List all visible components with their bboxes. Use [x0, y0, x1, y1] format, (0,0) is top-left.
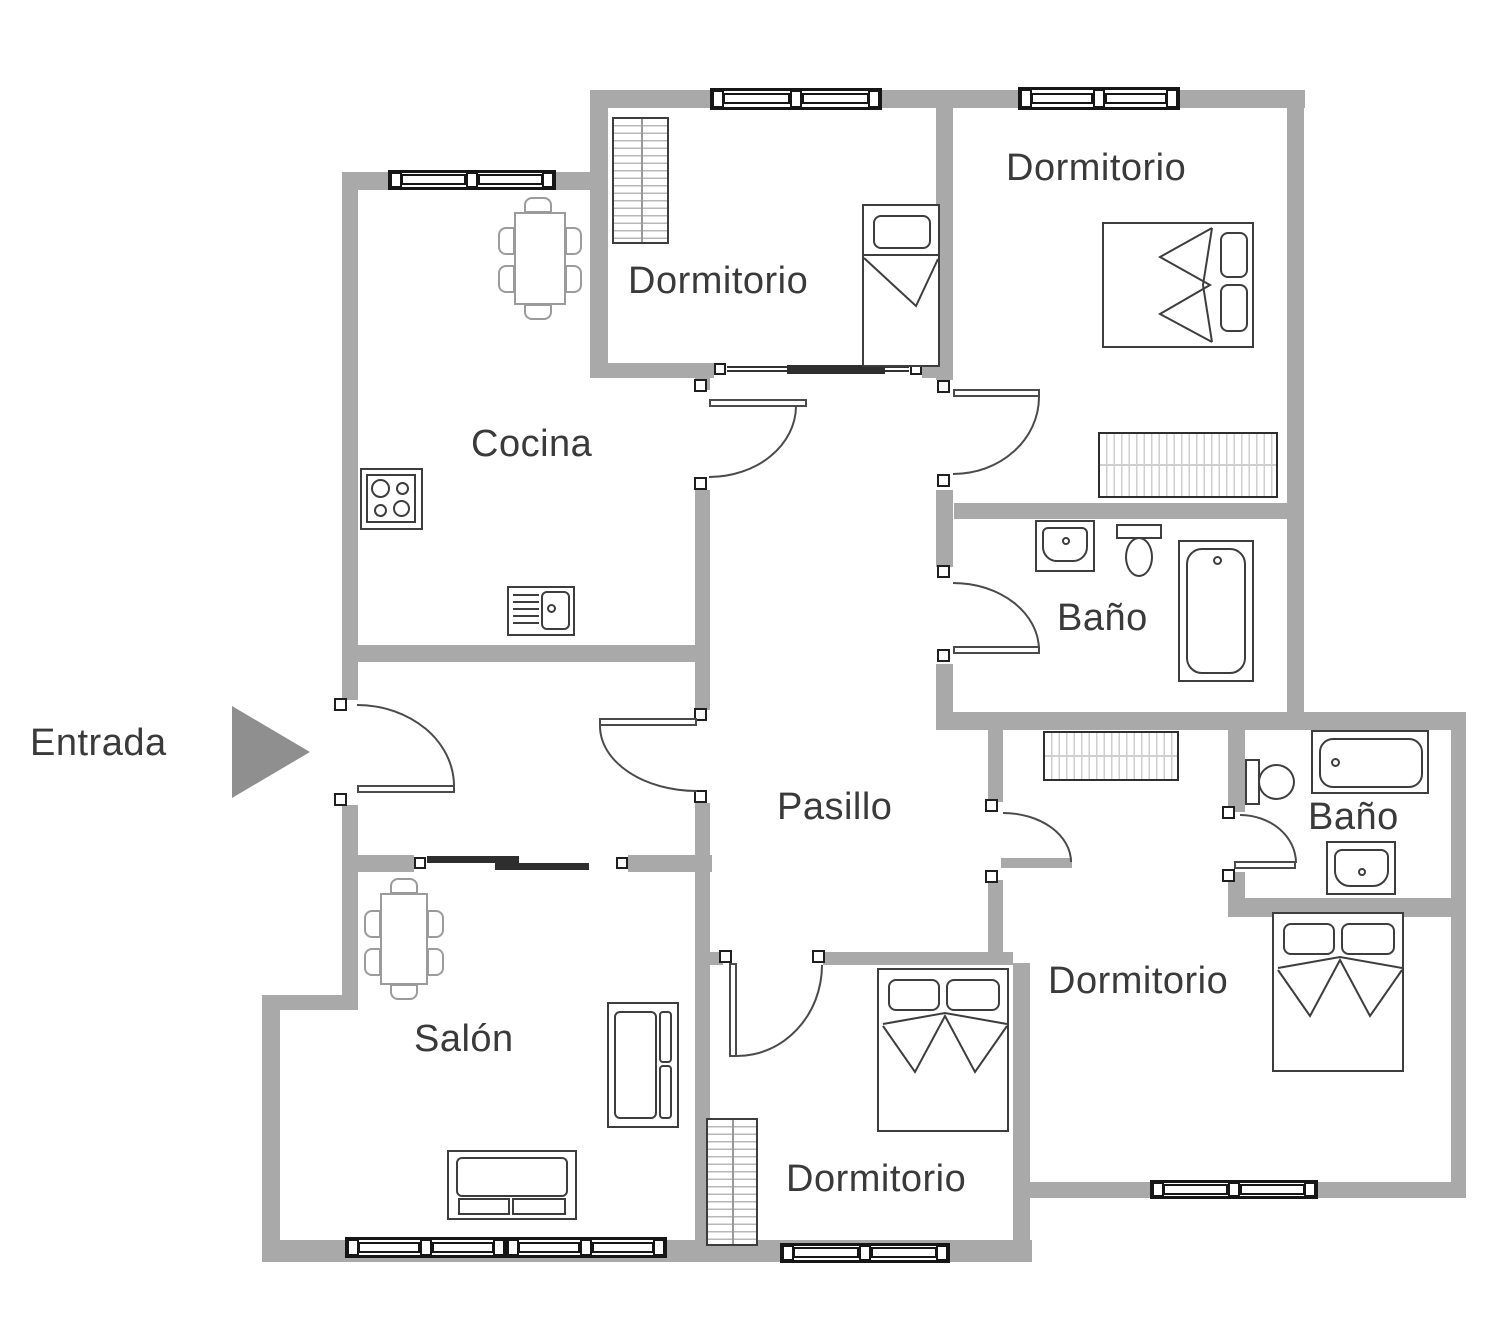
bathtub [1178, 540, 1254, 682]
radiator [1043, 731, 1179, 781]
wardrobe [706, 1118, 758, 1246]
washbasin [1035, 520, 1095, 572]
room-label-bano-top: Baño [1057, 597, 1148, 639]
room-label-dormitorio-top-right: Dormitorio [1006, 147, 1187, 189]
chair [390, 878, 418, 894]
door-arc [599, 726, 697, 792]
wall [988, 730, 1003, 802]
chair [427, 948, 444, 976]
wall [345, 645, 710, 662]
right-arrow-icon [232, 706, 310, 798]
door-leaf [953, 389, 1040, 397]
room-label-dormitorio-top: Dormitorio [628, 260, 809, 302]
wall [1228, 730, 1245, 812]
door-leaf [729, 963, 737, 1057]
wall [262, 995, 358, 1010]
door-hinge [937, 380, 950, 393]
door-arc [737, 965, 823, 1057]
room-label-salon: Salón [414, 1018, 514, 1060]
door-arc [1003, 812, 1072, 862]
door-hinge [334, 698, 347, 711]
toilet-bowl [1125, 537, 1153, 577]
door-hinge [719, 950, 732, 963]
toilet-bowl [1258, 764, 1295, 800]
door-hinge [937, 565, 950, 578]
chair [498, 265, 515, 293]
dining-table [380, 893, 428, 985]
door-hinge [1222, 869, 1235, 882]
sofa [447, 1150, 577, 1220]
door-hinge [985, 870, 998, 883]
door-leaf [357, 785, 455, 793]
door-hinge [1222, 806, 1235, 819]
bathtub [1311, 730, 1429, 794]
door-hinge [694, 708, 707, 721]
door-arc [953, 397, 1040, 475]
wall [262, 1008, 280, 1262]
sofa [607, 1002, 679, 1128]
room-label-cocina: Cocina [471, 423, 593, 465]
door-hinge [694, 379, 707, 392]
wall [1287, 108, 1304, 714]
wall [590, 102, 608, 363]
wall [1451, 712, 1466, 1198]
chair [364, 910, 381, 938]
chair [364, 948, 381, 976]
wall [936, 490, 953, 567]
wall [342, 805, 358, 1010]
sliding-door [414, 854, 628, 872]
door-hinge [694, 790, 707, 803]
kitchen-sink [507, 586, 575, 636]
door-arc [1240, 814, 1297, 863]
chair [498, 227, 515, 255]
room-label-entrada: Entrada [30, 722, 167, 764]
door-leaf [1001, 858, 1072, 868]
room-label-dormitorio-bottom: Dormitorio [786, 1158, 967, 1200]
door-hinge [334, 793, 347, 806]
stove [360, 468, 423, 530]
single-bed [862, 204, 940, 367]
double-bed [1272, 912, 1404, 1072]
wall [695, 490, 710, 710]
room-label-dormitorio-bottom-right: Dormitorio [1048, 960, 1229, 1002]
wall [954, 503, 1287, 519]
room-label-bano-bottom-right: Baño [1308, 796, 1399, 838]
window [710, 88, 882, 110]
chair [565, 227, 582, 255]
wall [342, 172, 358, 700]
window [1150, 1180, 1318, 1199]
chair [524, 197, 552, 213]
door-hinge [937, 474, 950, 487]
door-arc [357, 704, 455, 786]
window [345, 1237, 507, 1258]
door-hinge [985, 799, 998, 812]
chair [427, 910, 444, 938]
wall [936, 108, 953, 380]
window [388, 170, 556, 190]
chair [390, 984, 418, 1000]
window [780, 1243, 950, 1263]
radiator [1098, 432, 1278, 498]
chair [524, 304, 552, 320]
chair [565, 265, 582, 293]
wall [823, 952, 1013, 965]
wall [936, 712, 1466, 730]
wardrobe [612, 117, 669, 244]
dining-table [514, 212, 566, 305]
door-hinge [937, 649, 950, 662]
door-leaf [599, 718, 697, 726]
door-arc [953, 582, 1040, 650]
wall [590, 90, 1305, 108]
door-hinge [694, 477, 707, 490]
window [1018, 87, 1180, 110]
double-bed [877, 968, 1009, 1132]
wall [1013, 963, 1030, 1262]
door-arc [709, 406, 797, 478]
window [505, 1237, 667, 1258]
door-hinge [812, 950, 825, 963]
room-label-pasillo: Pasillo [777, 786, 893, 828]
wall [988, 880, 1003, 955]
washbasin [1326, 841, 1396, 895]
double-bed [1102, 222, 1254, 348]
